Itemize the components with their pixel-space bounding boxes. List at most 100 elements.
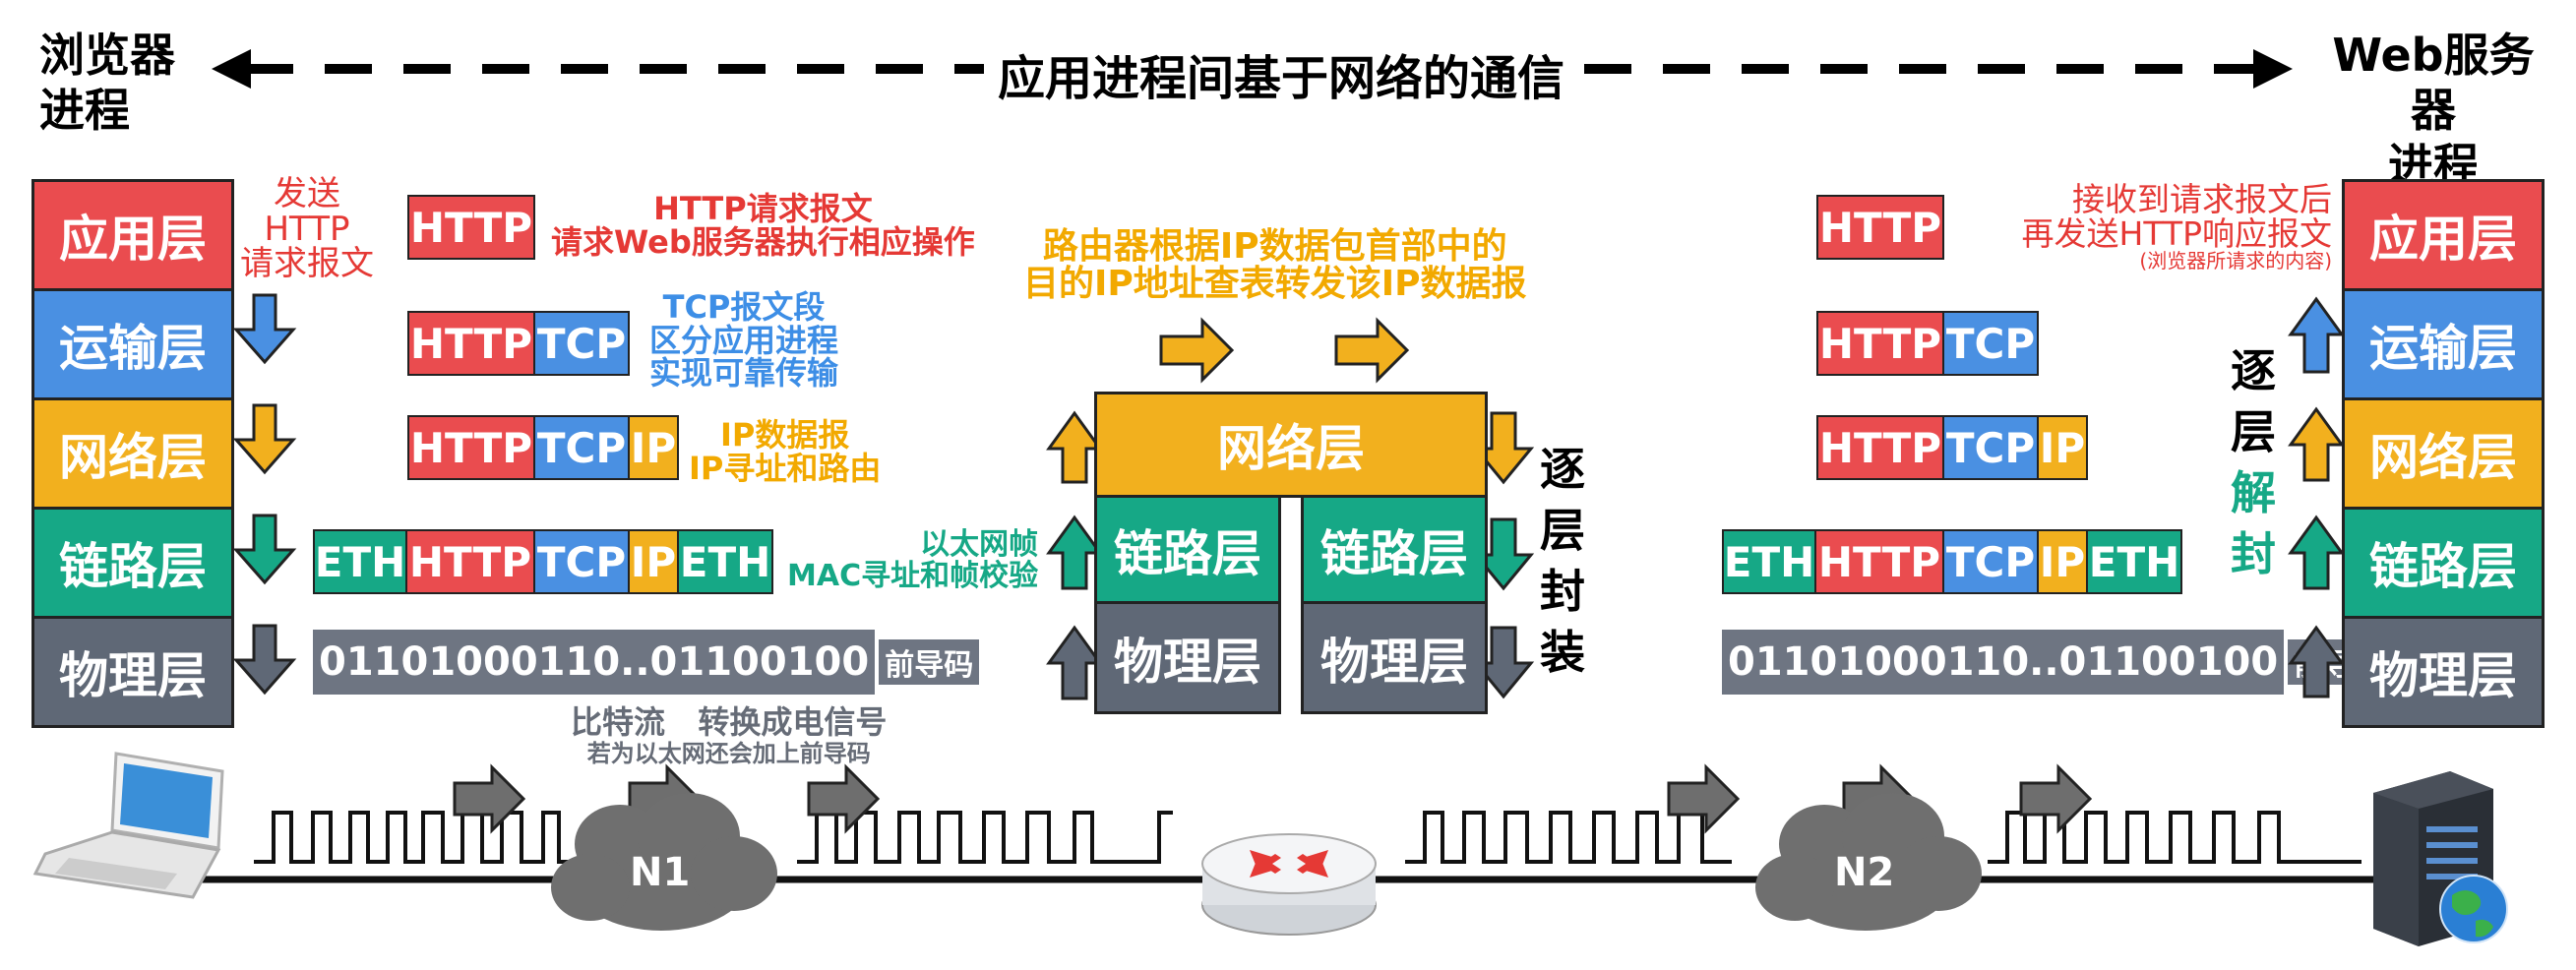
eth-header: ETH bbox=[313, 529, 407, 594]
router-network-layer: 网络层 bbox=[1094, 392, 1488, 498]
right-arrow-icon bbox=[2019, 763, 2093, 834]
network-n2-label: N2 bbox=[1834, 850, 1895, 895]
router-line2: 目的IP地址查表转发该IP数据报 bbox=[1023, 263, 1527, 304]
client-link-layer: 链路层 bbox=[31, 510, 234, 619]
server-tcp-segment: HTTP TCP bbox=[1816, 311, 2039, 376]
http-header: HTTP bbox=[1816, 415, 1944, 480]
send-line2: HTTP bbox=[264, 209, 350, 249]
browser-process-title: 浏览器 进程 bbox=[39, 28, 175, 138]
eth-trailer: ETH bbox=[679, 529, 773, 594]
signal-wave-3 bbox=[1405, 811, 1732, 864]
eth-line2: MAC寻址和帧校验 bbox=[787, 558, 1039, 593]
decap-char: 层 bbox=[2231, 405, 2276, 458]
tcp-seg-line2: 区分应用进程 bbox=[649, 321, 839, 359]
recv-line3: (浏览器所请求的内容) bbox=[2139, 249, 2332, 273]
recv-line1: 接收到请求报文后 bbox=[2072, 180, 2332, 218]
bitstream-line2: 若为以太网还会加上前导码 bbox=[586, 739, 871, 767]
server-network-layer: 网络层 bbox=[2342, 400, 2545, 510]
http-header: HTTP bbox=[1816, 195, 1944, 260]
signal-wave-4 bbox=[1988, 811, 2361, 864]
server-transport-layer: 运输层 bbox=[2342, 291, 2545, 400]
down-arrow-icon bbox=[232, 403, 297, 475]
right-arrow-icon bbox=[1334, 317, 1410, 384]
send-line1: 发送 bbox=[274, 174, 340, 213]
router-link-layer-left: 链路层 bbox=[1094, 498, 1281, 604]
bitstream-note: 比特流 转换成电信号 若为以太网还会加上前导码 bbox=[571, 703, 888, 767]
encap-char: 逐 bbox=[1540, 443, 1585, 496]
server-ethernet-frame: ETH HTTP TCP IP ETH bbox=[1722, 529, 2182, 594]
bitstream-label: 01101000110..01100100 bbox=[313, 630, 876, 695]
laptop-icon bbox=[32, 752, 224, 899]
client-protocol-stack: 应用层 运输层 网络层 链路层 物理层 bbox=[31, 179, 234, 728]
decapsulation-label: 逐 层 解 封 bbox=[2226, 340, 2281, 584]
tcp-header: TCP bbox=[1944, 415, 2039, 480]
down-arrow-icon bbox=[1472, 517, 1535, 591]
up-arrow-icon bbox=[1046, 515, 1103, 590]
tcp-seg-line1: TCP报文段 bbox=[662, 288, 826, 326]
http-msg-line1: HTTP请求报文 bbox=[653, 190, 873, 227]
encap-char: 装 bbox=[1540, 626, 1585, 679]
up-arrow-icon bbox=[2288, 296, 2345, 374]
up-arrow-icon bbox=[2288, 406, 2345, 482]
encapsulation-label: 逐 层 封 装 bbox=[1535, 439, 1590, 683]
router-line1: 路由器根据IP数据包首部中的 bbox=[1042, 226, 1507, 267]
receive-note: 接收到请求报文后 再发送HTTP响应报文 (浏览器所请求的内容) bbox=[2007, 180, 2332, 273]
tcp-segment-note: TCP报文段 区分应用进程 实现可靠传输 bbox=[649, 288, 839, 391]
http-msg-line2: 请求Web服务器执行相应操作 bbox=[551, 222, 975, 261]
client-transport-layer: 运输层 bbox=[31, 291, 234, 400]
send-line3: 请求报文 bbox=[240, 244, 374, 284]
client-physical-layer: 物理层 bbox=[31, 619, 234, 728]
up-arrow-icon bbox=[2288, 515, 2345, 590]
encap-char: 封 bbox=[1540, 565, 1585, 618]
signal-wave-1 bbox=[254, 811, 575, 864]
http-header: HTTP bbox=[407, 311, 535, 376]
right-arrow-icon bbox=[807, 763, 881, 834]
server-physical-layer: 物理层 bbox=[2342, 619, 2545, 728]
client-application-layer: 应用层 bbox=[31, 179, 234, 291]
tcp-header: TCP bbox=[1944, 529, 2039, 594]
router-link-layer-right: 链路层 bbox=[1301, 498, 1488, 604]
send-note: 发送 HTTP 请求报文 bbox=[240, 174, 374, 284]
http-header: HTTP bbox=[407, 195, 535, 260]
center-title: 应用进程间基于网络的通信 bbox=[984, 39, 1579, 108]
server-link-layer: 链路层 bbox=[2342, 510, 2545, 619]
server-title-line1: Web服务器 bbox=[2332, 29, 2535, 137]
router-icon bbox=[1201, 833, 1377, 936]
ethernet-frame-note: 以太网帧 MAC寻址和帧校验 bbox=[787, 529, 1038, 591]
cloud-icon bbox=[1755, 793, 1982, 931]
ip-line1: IP数据报 bbox=[720, 416, 850, 454]
cloud-icon bbox=[551, 793, 777, 931]
network-n1-label: N1 bbox=[630, 850, 691, 895]
ip-datagram-note: IP数据报 IP寻址和路由 bbox=[689, 416, 881, 485]
http-header: HTTP bbox=[407, 415, 535, 480]
client-ethernet-frame: ETH HTTP TCP IP ETH bbox=[313, 529, 773, 594]
right-arrow-icon bbox=[1159, 317, 1235, 384]
eth-header: ETH bbox=[1722, 529, 1816, 594]
decap-char: 逐 bbox=[2231, 344, 2276, 397]
router-physical-layer-left: 物理层 bbox=[1094, 604, 1281, 714]
http-header: HTTP bbox=[1816, 311, 1944, 376]
bitstream-label: 01101000110..01100100 bbox=[1722, 630, 2285, 695]
down-arrow-icon bbox=[232, 624, 297, 696]
http-message-note: HTTP请求报文 请求Web服务器执行相应操作 bbox=[551, 190, 975, 261]
server-bitstream: 01101000110..01100100 前导码 bbox=[1722, 630, 2389, 695]
server-globe-icon bbox=[2373, 771, 2508, 946]
server-http-message: HTTP bbox=[1816, 195, 1944, 260]
tcp-header: TCP bbox=[535, 415, 630, 480]
tcp-header: TCP bbox=[535, 311, 630, 376]
bitstream-line1: 比特流 转换成电信号 bbox=[571, 703, 888, 741]
right-arrow-icon bbox=[453, 763, 526, 834]
server-ip-datagram: HTTP TCP IP bbox=[1816, 415, 2088, 480]
ip-header: IP bbox=[2039, 415, 2088, 480]
client-bitstream: 01101000110..01100100 前导码 bbox=[313, 630, 980, 695]
decap-char: 封 bbox=[2231, 527, 2276, 580]
browser-title-line2: 进程 bbox=[39, 84, 130, 137]
signal-wave-2 bbox=[797, 811, 1173, 864]
ip-header: IP bbox=[630, 529, 679, 594]
down-arrow-icon bbox=[1472, 626, 1535, 699]
client-network-layer: 网络层 bbox=[31, 400, 234, 510]
